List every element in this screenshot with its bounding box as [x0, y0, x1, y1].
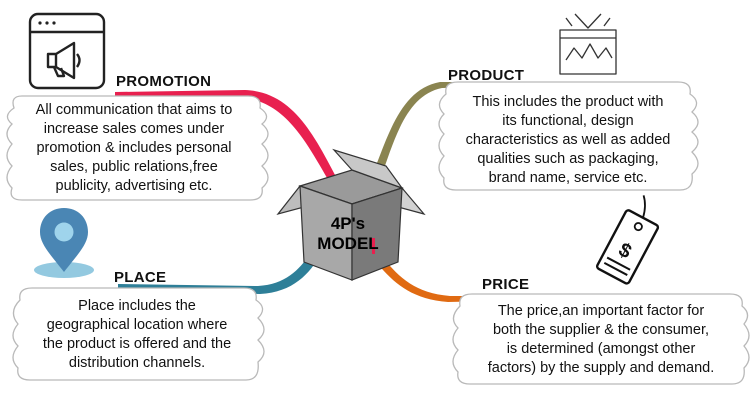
- price-tag-icon: [596, 195, 660, 285]
- product-description: This includes the product with its funct…: [448, 93, 688, 188]
- promotion-line-5: publicity, advertising etc.: [55, 178, 213, 194]
- place-line-4: distribution channels.: [68, 355, 206, 371]
- product-line-2: its functional, design: [502, 113, 634, 129]
- price-line-4: factors) by the supply and demand.: [487, 360, 715, 376]
- price-branch: [376, 258, 536, 302]
- promotion-callout: [6, 95, 269, 201]
- center-label-line2: MODEL: [317, 234, 379, 253]
- place-line-3: the product is offered and the: [42, 336, 232, 352]
- product-line-4: qualities such as packaging,: [477, 151, 659, 167]
- location-pin-icon: [34, 208, 94, 278]
- price-callout: [452, 293, 750, 385]
- promotion-line-4: sales, public relations,free: [50, 159, 218, 175]
- megaphone-browser-icon: [28, 12, 106, 90]
- center-label: 4P's MODEL: [310, 214, 386, 254]
- center-label-line1: 4P's: [330, 214, 366, 233]
- product-heading: PRODUCT: [448, 67, 525, 84]
- product-line-3: characteristics as well as added: [465, 132, 671, 148]
- place-callout: [12, 287, 265, 381]
- price-heading: PRICE: [482, 276, 530, 293]
- promotion-branch: [115, 90, 346, 196]
- product-branch: [365, 82, 530, 194]
- model-box: [276, 148, 426, 281]
- place-heading: PLACE: [114, 269, 167, 286]
- promotion-description: All communication that aims to increase …: [14, 101, 254, 196]
- place-line-1: Place includes the: [78, 298, 196, 314]
- gift-box-icon: [559, 13, 617, 75]
- place-branch: [118, 242, 326, 294]
- place-line-2: geographical location where: [46, 317, 228, 333]
- promotion-line-2: increase sales comes under: [43, 121, 225, 137]
- price-line-3: is determined (amongst other: [506, 341, 696, 357]
- place-description: Place includes the geographical location…: [20, 297, 254, 373]
- price-description: The price,an important factor for both t…: [462, 302, 740, 378]
- price-line-2: both the supplier & the consumer,: [492, 322, 710, 338]
- product-line-1: This includes the product with: [472, 94, 664, 110]
- product-callout: [438, 81, 699, 191]
- promotion-line-1: All communication that aims to: [35, 102, 233, 118]
- product-line-5: brand name, service etc.: [488, 170, 648, 186]
- promotion-heading: PROMOTION: [116, 73, 212, 90]
- price-line-1: The price,an important factor for: [497, 303, 705, 319]
- promotion-line-3: promotion & includes personal: [36, 140, 232, 156]
